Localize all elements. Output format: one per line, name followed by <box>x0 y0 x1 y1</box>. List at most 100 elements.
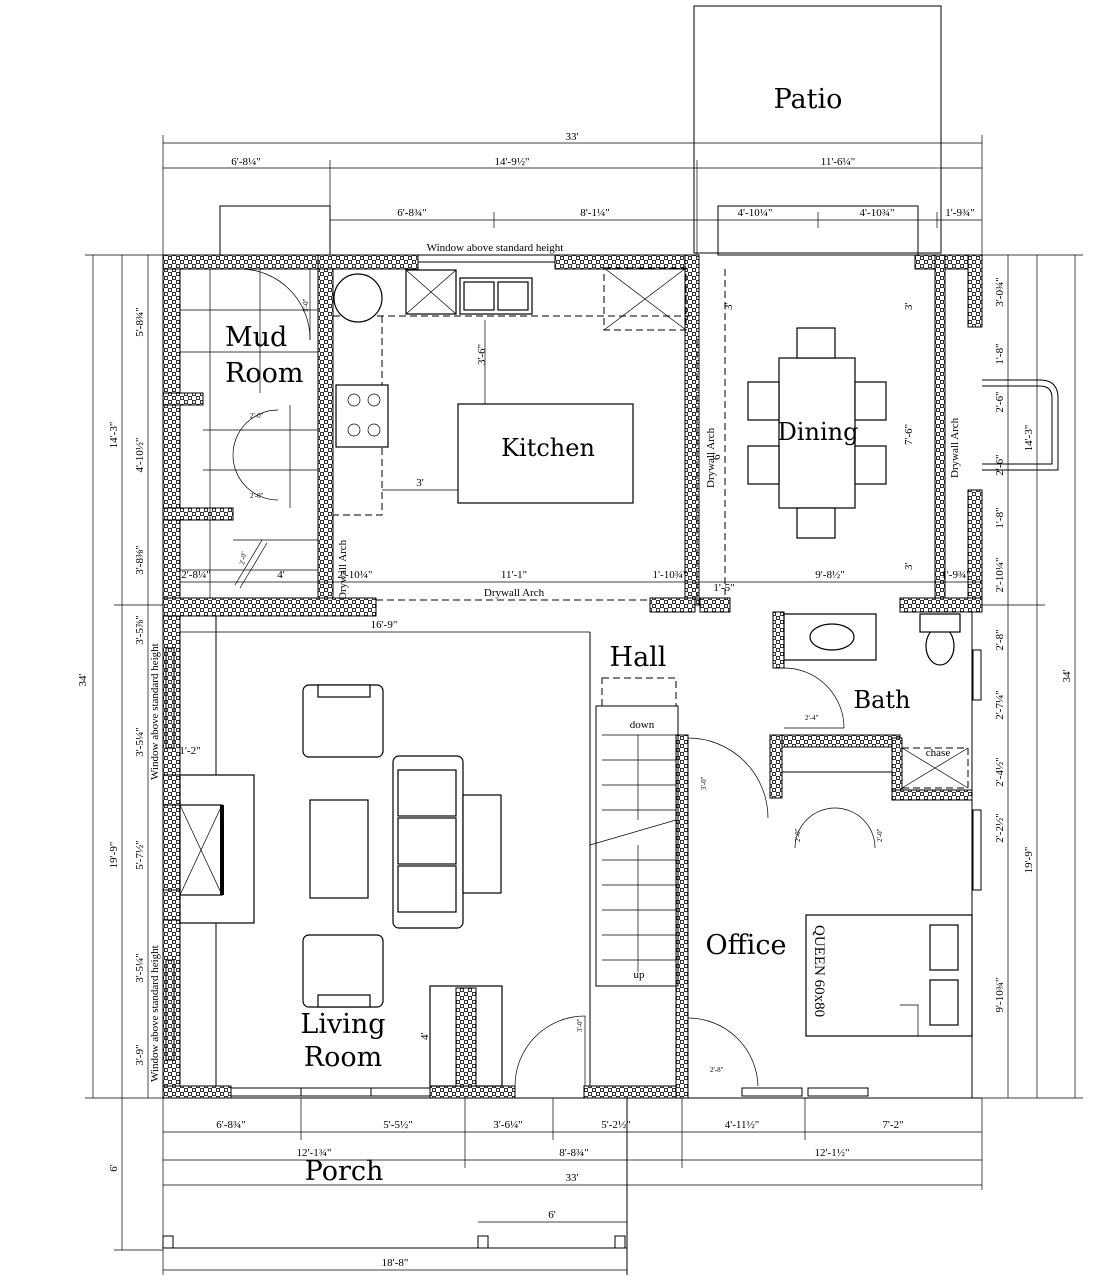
dim-left-upper: 14'-3" <box>108 422 120 449</box>
kitchen: Window above standard height Kitchen 3'-… <box>333 242 726 601</box>
dim-b1: 2'-4" <box>805 714 819 722</box>
dim-top-g: 4'-10¾" <box>860 207 895 219</box>
stair-treads <box>589 734 677 972</box>
dim-left-e: 3'-5¼" <box>134 727 146 756</box>
dim-left-porch: 6' <box>108 1164 120 1172</box>
dining-label: Dining <box>778 418 859 446</box>
living-label-1: Living <box>300 1009 385 1040</box>
kitchen-label: Kitchen <box>501 434 595 462</box>
hall-label: Hall <box>610 642 667 673</box>
arch-left-label: Drywall Arch <box>337 539 349 600</box>
dim-left-overall: 34' <box>77 673 89 686</box>
dim-left-lower: 19'-9" <box>108 842 120 869</box>
mid-dimensions: 2'-8¼" 4' 2'-10¼" 11'-1" 1'-10¾" 1'-5" 9… <box>180 569 982 594</box>
dim-right-g: 2'-8" <box>994 629 1006 650</box>
dim-right-f: 2'-10¼" <box>994 558 1006 593</box>
door-label-6: 2'-0" <box>794 828 802 842</box>
dim-m1: 2'-8¼" <box>181 569 210 581</box>
dim-left-d: 3'-5⅞" <box>134 615 146 644</box>
door-label-7: 2'-0" <box>876 828 884 842</box>
dim-right-i: 2'-4½" <box>994 757 1006 786</box>
top-dimensions: 33' 6'-8¼" 14'-9½" 11'-6¼" 6'-8¾" 8'-1¼"… <box>162 131 983 256</box>
dim-bottom-h: 8'-8¾" <box>559 1147 588 1159</box>
dim-top-overall: 33' <box>566 131 579 143</box>
dim-right-k: 9'-10¾" <box>994 978 1006 1013</box>
dim-right-d: 2'-6" <box>994 454 1006 475</box>
dim-bottom-d: 5'-2½" <box>601 1119 630 1131</box>
dim-bottom-g: 12'-1¾" <box>297 1147 332 1159</box>
office: QUEEN 60x80 Office 2'-8" <box>163 612 982 1099</box>
mud-label-2: Room <box>225 358 303 389</box>
door-label-3: 2'-0" <box>238 551 248 566</box>
dim-right-upper: 14'-3" <box>1023 425 1035 452</box>
door-label-5: 3'-0" <box>700 776 708 790</box>
window-note-1: Window above standard height <box>149 643 161 780</box>
dim-right-e: 1'-8" <box>994 507 1006 528</box>
dim-bottom-overall: 33' <box>566 1172 579 1184</box>
porch-label: Porch <box>305 1156 384 1187</box>
dining: Dining 3' 6' 7'-6" 3' 3' Drywall Arch <box>711 303 1059 570</box>
dim-k5: 3' <box>903 303 915 311</box>
living-room: 16'-9" Window above standard height Wind… <box>149 616 590 1087</box>
door-label-2: 2'-0" <box>250 492 264 500</box>
door-label-9: 3'-0" <box>302 298 310 312</box>
door-label-8: 2'-8" <box>710 1066 724 1074</box>
dim-l3: 4' <box>419 1033 431 1041</box>
dim-k4: 7'-6" <box>903 424 915 445</box>
patio-label: Patio <box>774 84 843 115</box>
door-label-4: 3'-0" <box>576 1018 584 1032</box>
dim-m8: 1'-9¾" <box>941 569 970 581</box>
dim-bottom-e: 4'-11½" <box>725 1119 759 1131</box>
dim-top-b: 14'-9½" <box>495 156 530 168</box>
hall: Hall down up 3'-0" <box>589 632 769 1086</box>
dim-top-d: 6'-8¾" <box>397 207 426 219</box>
dim-left-c: 3'-8⅜" <box>134 545 146 574</box>
dim-top-h: 1'-9¾" <box>945 207 974 219</box>
dim-bottom-b: 5'-5½" <box>383 1119 412 1131</box>
dim-right-j: 2'-2½" <box>994 813 1006 842</box>
dim-k2: 3' <box>416 477 424 489</box>
arch-bottom-label: Drywall Arch <box>484 587 545 599</box>
door-label-1: 2'-0" <box>250 412 264 420</box>
mud-label-1: Mud <box>225 322 287 353</box>
dim-m4: 11'-1" <box>501 569 527 581</box>
dim-m3: 2'-10¼" <box>338 569 373 581</box>
bath-label: Bath <box>853 686 910 714</box>
dim-l1: 16'-9" <box>371 619 398 631</box>
dim-right-overall: 34' <box>1061 669 1073 682</box>
dim-bottom-f: 7'-2" <box>882 1119 903 1131</box>
dim-right-h: 2'-7¼" <box>994 690 1006 719</box>
dim-bottom-c: 3'-6¼" <box>493 1119 522 1131</box>
dim-top-c: 11'-6¼" <box>821 156 855 168</box>
dim-left-a: 5'-8¾" <box>134 307 146 336</box>
chase-label: chase <box>926 747 951 759</box>
stair-up-label: up <box>634 969 646 981</box>
arch-mid-label: Drywall Arch <box>705 427 717 488</box>
dim-m6: 1'-5" <box>713 582 734 594</box>
dim-top-e: 8'-1¼" <box>580 207 609 219</box>
dim-m5: 1'-10¾" <box>653 569 688 581</box>
dim-right-b: 1'-8" <box>994 343 1006 364</box>
dim-top-a: 6'-8¼" <box>231 156 260 168</box>
dim-right-a: 3'-0¾" <box>994 277 1006 306</box>
dim-porch-total: 18'-8" <box>382 1257 409 1269</box>
dim-top-f: 4'-10¼" <box>738 207 773 219</box>
dim-left-g: 3'-5¼" <box>134 953 146 982</box>
dim-porch-w: 6' <box>548 1209 556 1221</box>
patio: Patio <box>693 5 942 254</box>
dim-k1: 3'-6" <box>476 344 488 365</box>
dim-k6: 6' <box>711 453 723 461</box>
dim-m7: 9'-8½" <box>815 569 844 581</box>
living-label-2: Room <box>304 1042 382 1073</box>
dim-right-lower: 19'-9" <box>1023 847 1035 874</box>
right-dimensions: 34' 14'-3" 19'-9" 3'-0¾" 1'-8" 2'-6" 2'-… <box>972 254 1083 1099</box>
mud-room: Mud Room 2'-0" 2'-0" 2'-0" 3'-0" <box>180 268 318 598</box>
dim-bottom-i: 12'-1½" <box>815 1147 850 1159</box>
dim-l2: 1'-2" <box>179 745 200 757</box>
left-dimensions: 34' 14'-3" 19'-9" 6' 5'-8¾" 4'-10½" 3'-8… <box>77 254 163 1251</box>
dim-left-f: 5'-7½" <box>134 840 146 869</box>
office-label: Office <box>705 930 786 961</box>
bottom-dimensions: 6'-8¾" 5'-5½" 3'-6¼" 5'-2½" 4'-11½" 7'-2… <box>162 1087 983 1275</box>
window-note-kitchen: Window above standard height <box>427 242 564 254</box>
